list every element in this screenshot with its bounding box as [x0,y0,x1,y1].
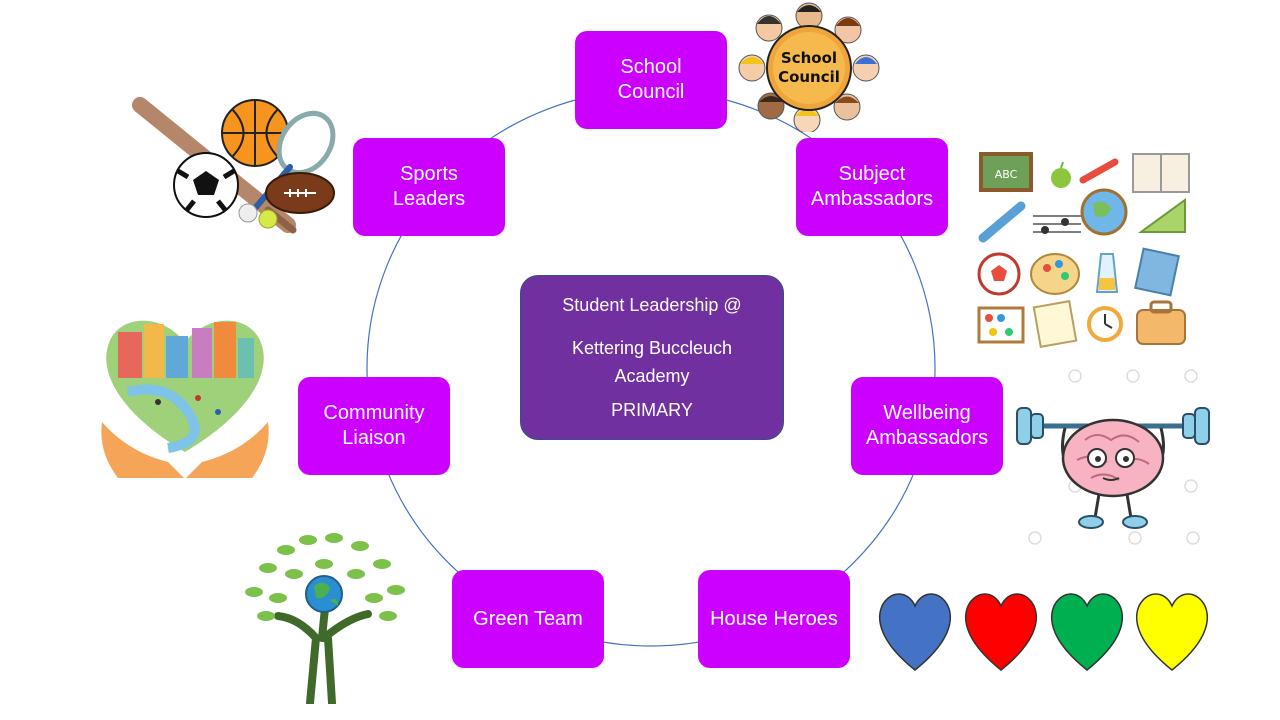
node-label-line: Ambassadors [865,427,989,449]
node-green-team[interactable]: Green Team [452,570,604,668]
node-label-line: Liaison [342,427,406,449]
heart-icon [879,593,951,671]
sports-equipment-illustration [132,97,336,234]
center-line-3: Academy [614,365,690,386]
school-council-illustration: School Council [738,2,880,132]
node-label-line: School [620,56,682,78]
node-label-line: Leaders [392,188,466,210]
heart-icon [1051,593,1123,671]
house-hearts-illustration [879,593,1208,671]
center-line-2: Kettering Buccleuch [571,337,733,358]
node-label-line: Sports [400,163,458,185]
tree-globe-illustration [245,533,405,704]
node-label-line: Community [323,402,425,424]
node-wellbeing-ambassadors[interactable]: Wellbeing Ambassadors [851,377,1003,475]
node-sports-leaders[interactable]: Sports Leaders [353,138,505,236]
center-title-box: Student Leadership @ Kettering Buccleuch… [520,275,784,440]
badge-text-line: School [781,49,837,67]
center-line-4: PRIMARY [611,399,693,420]
center-line-1: Student Leadership @ [562,294,742,315]
chalkboard-text: ABC [995,168,1018,181]
heart-icon [965,593,1037,671]
heart-icon [1136,593,1208,671]
badge-text-line: Council [778,68,840,86]
node-subject-ambassadors[interactable]: Subject Ambassadors [796,138,948,236]
node-house-heroes[interactable]: House Heroes [698,570,850,668]
node-label-line: Wellbeing [883,402,971,424]
brain-weightlifting-illustration [1016,369,1210,545]
node-label-line: Green Team [473,607,583,630]
node-school-council[interactable]: School Council [575,31,727,129]
community-heart-illustration [101,320,269,478]
node-label-line: Subject [838,163,906,185]
node-community-liaison[interactable]: Community Liaison [298,377,450,475]
node-label-line: Council [617,81,685,103]
node-label-line: House Heroes [710,607,838,630]
school-subjects-illustration: ABC [977,152,1190,348]
node-label-line: Ambassadors [810,188,934,210]
